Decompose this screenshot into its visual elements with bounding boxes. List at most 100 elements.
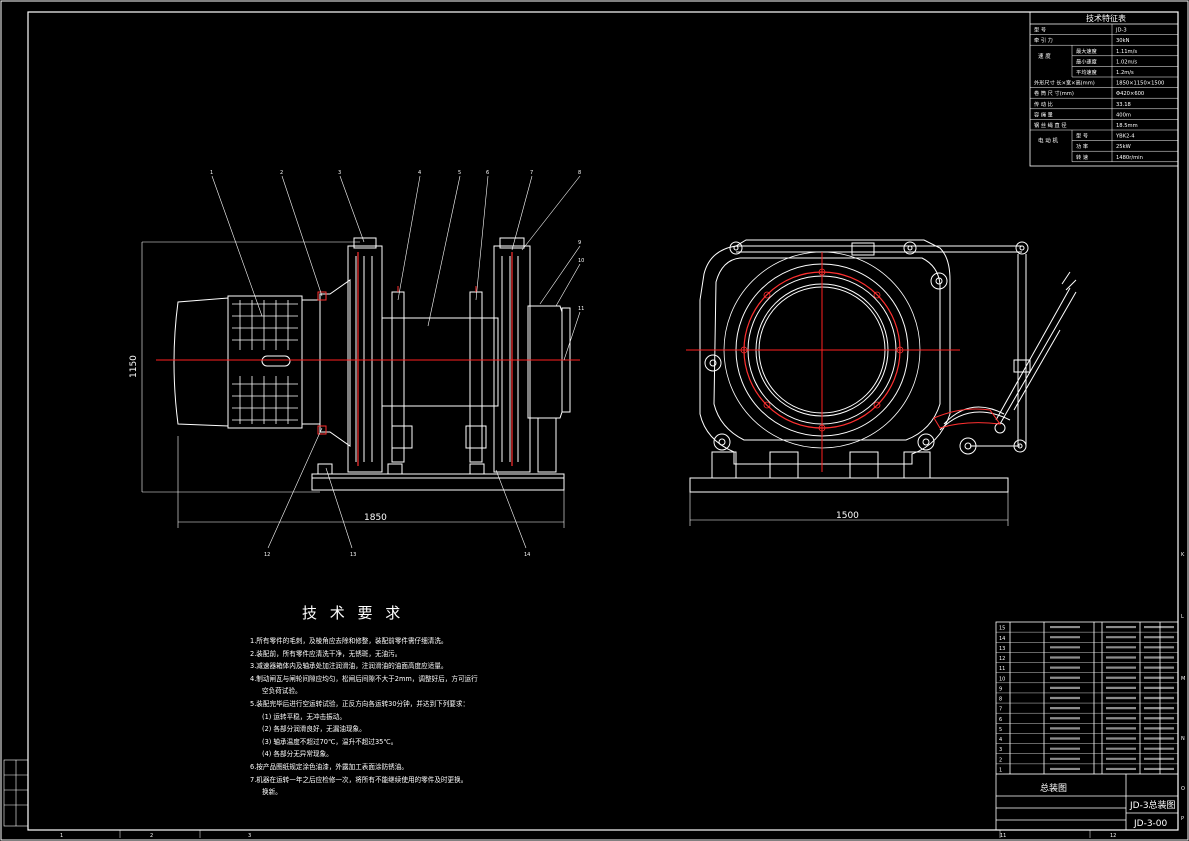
bom-item-number: 2 bbox=[999, 757, 1002, 763]
spec-label: 平均速度 bbox=[1076, 68, 1097, 76]
callout-2: 2 bbox=[280, 170, 283, 176]
motor bbox=[173, 279, 351, 447]
tech-requirement-item: 换新。 bbox=[262, 788, 282, 797]
spec-value: 18.5mm bbox=[1116, 123, 1138, 129]
tech-requirement-item: 7.机器在运转一年之后应检修一次，将所有不能继续使用的零件及时更换。 bbox=[250, 775, 468, 784]
tech-requirements-list: 1.所有零件的毛刺，及棱角应去除和修整，装配前零件需仔细清洗。2.装配前，所有零… bbox=[250, 635, 500, 799]
spec-value: 1.2m/s bbox=[1116, 70, 1134, 76]
spec-label: 传 动 比 bbox=[1034, 100, 1053, 108]
callout-6: 6 bbox=[486, 170, 489, 176]
spec-table-title: 技术特征表 bbox=[1086, 13, 1126, 23]
brake-linkage bbox=[729, 241, 1077, 455]
spec-value: 30kN bbox=[1116, 38, 1130, 44]
tech-requirement-item: (3) 轴承温度不超过70℃，温升不超过35℃。 bbox=[262, 737, 398, 746]
bom-item-number: 5 bbox=[999, 727, 1002, 733]
tech-requirement-item: (1) 运转平稳，无冲击振动。 bbox=[262, 712, 346, 721]
bom-item-number: 14 bbox=[999, 636, 1005, 642]
dim-side-width: 1500 bbox=[836, 511, 859, 521]
spec-label: 钢 丝 绳 直 径 bbox=[1034, 121, 1067, 129]
spec-table-rows: 型 号 JD-3 牵 引 力 30kN 速 度 最大速度 1.11m/s 最小速度 1.02m/… bbox=[1030, 24, 1178, 163]
bom-item-number: 9 bbox=[999, 686, 1002, 692]
spec-value: Φ420×600 bbox=[1116, 91, 1144, 97]
spec-value: YBK2-4 bbox=[1115, 134, 1135, 140]
dim-front-height: 1150 bbox=[129, 355, 139, 378]
spec-value: 1.02m/s bbox=[1116, 59, 1137, 65]
bottom-zone-mark: 3 bbox=[248, 833, 251, 839]
callout-11: 11 bbox=[578, 306, 584, 312]
bottom-zone-mark: 12 bbox=[1110, 833, 1116, 839]
callout-1: 1 bbox=[210, 170, 213, 176]
spec-label: 型 号 bbox=[1076, 132, 1088, 140]
front-leaders bbox=[211, 175, 581, 549]
bottom-grid-strip bbox=[28, 829, 1178, 838]
spec-value: 1480r/min bbox=[1116, 155, 1143, 161]
spec-value: JD-3 bbox=[1115, 28, 1127, 34]
bom-item-number: 4 bbox=[999, 737, 1002, 743]
gear-sector bbox=[933, 408, 1002, 429]
callout-14: 14 bbox=[524, 552, 530, 558]
callout-labels: 1 2 3 4 5 6 7 8 9 10 11 12 13 14 bbox=[210, 170, 584, 558]
bom-item-number: 11 bbox=[999, 666, 1005, 672]
bom-item-number: 13 bbox=[999, 646, 1005, 652]
bom-item-number: 10 bbox=[999, 676, 1005, 682]
right-zone-mark: M bbox=[1181, 676, 1185, 682]
spec-value: 1850×1150×1500 bbox=[1116, 81, 1164, 87]
spec-group-label: 速 度 bbox=[1038, 52, 1051, 60]
tech-requirement-item: (2) 各部分润滑良好，无漏油现象。 bbox=[262, 725, 366, 734]
bottom-zone-mark: 11 bbox=[1000, 833, 1006, 839]
left-housing bbox=[347, 237, 383, 473]
reducer bbox=[527, 305, 571, 473]
technical-requirements: 技 术 要 求 1.所有零件的毛刺，及棱角应去除和修整，装配前零件需仔细清洗。2… bbox=[250, 602, 500, 799]
callout-12: 12 bbox=[264, 552, 270, 558]
spec-label: 外形尺寸 长×宽×高(mm) bbox=[1034, 79, 1095, 87]
spec-value: 400m bbox=[1116, 112, 1131, 118]
spec-label: 牵 引 力 bbox=[1034, 36, 1053, 44]
motor-fins bbox=[232, 300, 298, 424]
callout-13: 13 bbox=[350, 552, 356, 558]
right-housing bbox=[493, 237, 531, 473]
callout-3: 3 bbox=[338, 170, 341, 176]
sheet-inner-border bbox=[27, 11, 1179, 831]
spec-label: 最小速度 bbox=[1076, 57, 1097, 65]
front-view bbox=[141, 175, 581, 549]
callout-10: 10 bbox=[578, 258, 584, 264]
callout-4: 4 bbox=[418, 170, 421, 176]
callout-5: 5 bbox=[458, 170, 461, 176]
bom-item-number: 8 bbox=[999, 697, 1002, 703]
side-view bbox=[686, 239, 1077, 526]
tech-requirement-item: 4.制动闸瓦与闸轮间隙应均匀，松闸后间隙不大于2mm，调整好后，方可运行 bbox=[250, 674, 478, 683]
bom-item-number: 7 bbox=[999, 707, 1002, 713]
callout-8: 8 bbox=[578, 170, 581, 176]
spec-label: 容 绳 量 bbox=[1034, 110, 1053, 118]
spec-label: 转 速 bbox=[1076, 153, 1088, 161]
tech-requirement-item: (4) 各部分无异常现象。 bbox=[262, 750, 333, 759]
spec-label: 功 率 bbox=[1076, 142, 1088, 150]
bottom-zone-mark: 2 bbox=[150, 833, 153, 839]
side-base bbox=[689, 477, 1009, 493]
spec-label: 最大速度 bbox=[1076, 47, 1097, 55]
right-zone-mark: K bbox=[1181, 552, 1185, 558]
tech-requirement-item: 3.减速器箱体内及轴承处加注润滑油，注润滑油的油面高度应适量。 bbox=[250, 662, 448, 671]
spec-value: 25kW bbox=[1116, 144, 1131, 150]
spec-table: 技术特征表 型 号 JD-3 牵 引 力 30kN 速 度 最大速度 1.11m/s 最小速度… bbox=[1029, 11, 1179, 167]
spec-label: 型 号 bbox=[1034, 26, 1046, 34]
bom-item-number: 6 bbox=[999, 717, 1002, 723]
bom-item-number: 15 bbox=[999, 626, 1005, 632]
left-margin-stamp bbox=[3, 759, 29, 827]
drawing-title: 总装图 bbox=[1040, 782, 1067, 794]
drawing-name: JD-3总装图 bbox=[1129, 799, 1176, 811]
right-zone-mark: O bbox=[1181, 786, 1185, 792]
bottom-zone-mark: 1 bbox=[60, 833, 63, 839]
callout-9: 9 bbox=[578, 240, 581, 246]
bom-item-number: 3 bbox=[999, 747, 1002, 753]
tech-requirement-item: 1.所有零件的毛刺，及棱角应去除和修整，装配前零件需仔细清洗。 bbox=[250, 637, 448, 645]
spec-value: 1.11m/s bbox=[1116, 49, 1137, 55]
spec-group-label: 电 动 机 bbox=[1038, 137, 1058, 145]
tech-requirement-item: 空负荷试验。 bbox=[262, 687, 302, 696]
